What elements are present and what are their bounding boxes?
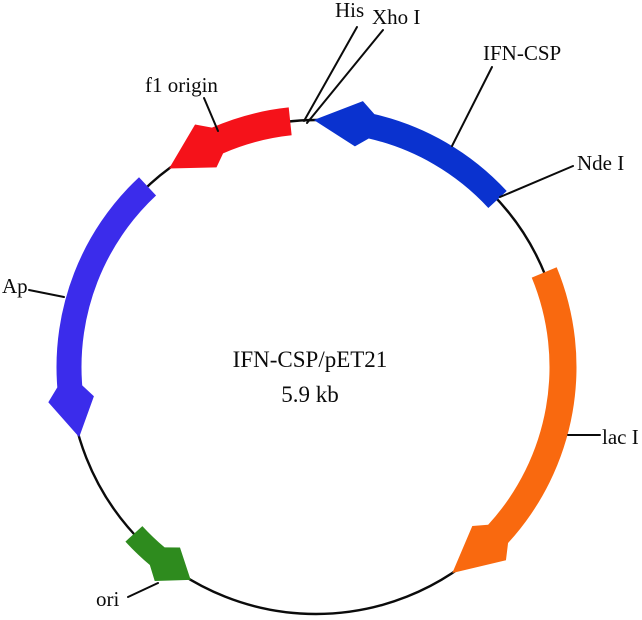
ap-label: Ap (2, 274, 28, 298)
ori-arrow (125, 526, 191, 582)
lac-i-label: lac I (602, 425, 639, 449)
plasmid-name-title: IFN-CSP/pET21 (233, 347, 388, 372)
feature-arrows-group (48, 101, 577, 582)
nde-i-label: Nde I (577, 151, 624, 175)
ifn-csp-leader-line (451, 66, 493, 147)
xho-i-leader-line (306, 29, 384, 124)
nde-i-leader-line (499, 165, 574, 198)
plasmid-size-title: 5.9 kb (281, 382, 339, 407)
ap-leader-line (28, 289, 65, 298)
f1-origin-arrow (169, 107, 292, 169)
ori-leader-line (127, 582, 159, 598)
his-label: His (335, 0, 364, 22)
f1-origin-label: f1 origin (145, 73, 218, 97)
lac-i-arrow (452, 267, 577, 573)
ap-arrow (48, 177, 157, 438)
xho-i-label: Xho I (372, 5, 420, 29)
ifn-csp-arrow (313, 101, 507, 208)
his-leader-line (303, 26, 358, 122)
ifn-csp-label: IFN-CSP (483, 41, 561, 65)
ori-label: ori (96, 587, 119, 611)
f1-origin-leader-line (203, 97, 219, 132)
